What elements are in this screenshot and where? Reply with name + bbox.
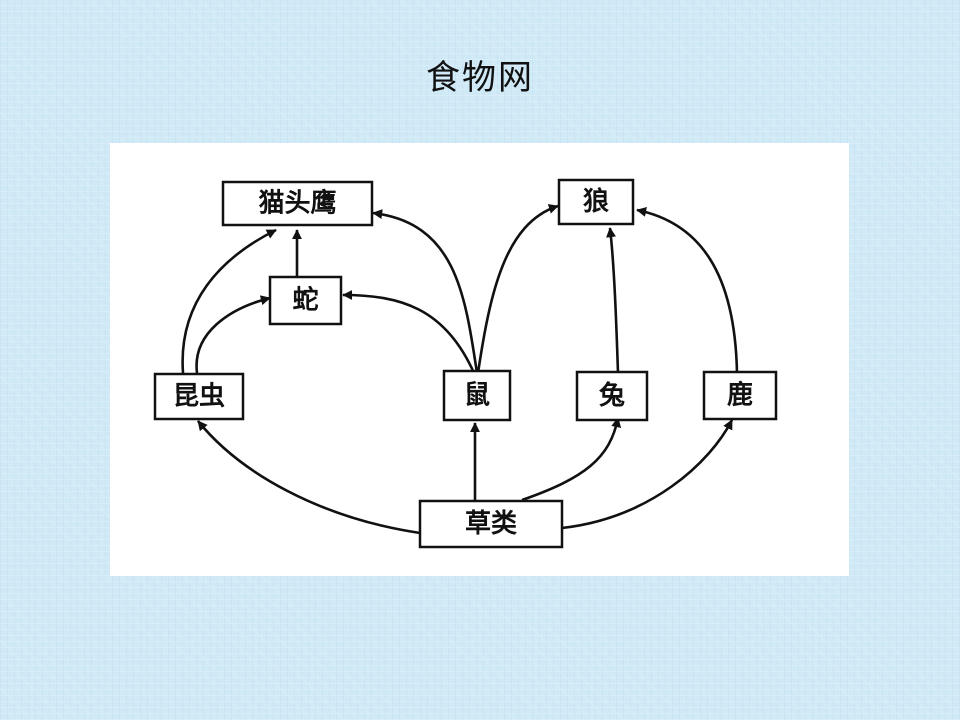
node-snake-label: 蛇 [292, 285, 318, 316]
node-rabbit: 兔 [575, 370, 649, 422]
node-deer: 鹿 [702, 370, 778, 421]
node-snake: 蛇 [268, 275, 343, 326]
edge-deer-wolf [636, 206, 739, 374]
edge-rabbit-wolf [606, 227, 620, 374]
node-grass: 草类 [418, 499, 564, 549]
edge-grass-insect [196, 420, 421, 535]
page-title: 食物网 [426, 58, 534, 98]
node-wolf: 狼 [557, 178, 635, 226]
edge-mouse-snake [342, 290, 476, 374]
node-rabbit-label: 兔 [599, 381, 625, 411]
node-insect-label: 昆虫 [173, 382, 225, 412]
node-insect: 昆虫 [153, 372, 245, 421]
food-web-svg: 猫头鹰 狼 蛇 昆虫 鼠 兔 鹿 草类 [153, 178, 778, 549]
edge-mouse-wolf [476, 204, 559, 374]
node-wolf-label: 狼 [583, 186, 609, 217]
node-deer-label: 鹿 [727, 380, 753, 411]
edge-mouse-owl [372, 209, 479, 374]
node-owl-label: 猫头鹰 [258, 188, 336, 219]
edge-insect-snake [195, 295, 271, 374]
food-web-diagram: 猫头鹰 狼 蛇 昆虫 鼠 兔 鹿 草类 [110, 143, 849, 576]
node-grass-label: 草类 [465, 509, 517, 539]
node-mouse-label: 鼠 [464, 381, 490, 411]
edge-insect-owl [181, 228, 277, 374]
node-owl: 猫头鹰 [221, 180, 374, 227]
node-mouse: 鼠 [442, 369, 512, 422]
edge-grass-deer [561, 419, 734, 530]
edge-grass-rabbit [521, 417, 622, 502]
